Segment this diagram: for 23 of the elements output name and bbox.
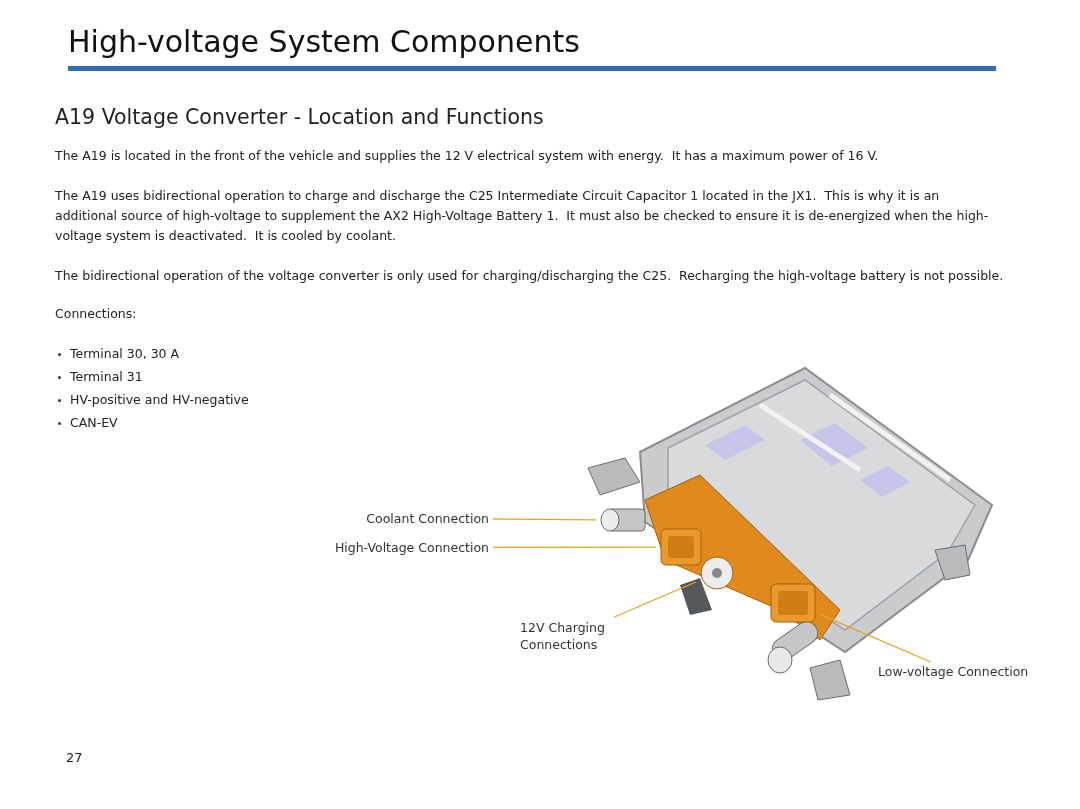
bullet-item: Terminal 30, 30 A <box>55 346 180 361</box>
paragraph: The A19 uses bidirectional operation to charge and discharge the C25 Intermediate Circuit Capacitor 1 located in the JX1. This is why it is an additional source of high-voltage to supplement the AX2 High-Voltage Battery 1. It must also be checked to ensure it is de-energized when the high-voltage system is deactivated. It is cooled by coolant. <box>55 187 990 245</box>
connector-part <box>660 528 702 566</box>
paragraph: The bidirectional operation of the voltage converter is only used for charging/discharging the C25. Recharging the high-voltage battery is not possible. <box>55 267 1005 285</box>
bullet-item: HV-positive and HV-negative <box>55 392 249 407</box>
connector-part <box>770 583 816 623</box>
page-title: High-voltage System Components <box>68 24 580 59</box>
callout-label: Low-voltage Connection <box>878 664 1029 679</box>
leader-line <box>492 518 597 521</box>
callout-label: 12V Charging Connections <box>520 619 620 653</box>
bullet-item: CAN-EV <box>55 415 118 430</box>
leader-line <box>613 581 697 618</box>
connections-heading: Connections: <box>55 306 137 321</box>
callout-label: High-Voltage Connection <box>334 540 489 555</box>
leader-line <box>819 613 932 663</box>
page-number: 27 <box>66 750 83 765</box>
terminal-part <box>700 556 734 590</box>
section-heading: A19 Voltage Converter - Location and Functions <box>55 105 544 129</box>
leader-line <box>492 546 657 548</box>
paragraph: The A19 is located in the front of the vehicle and supplies the 12 V electrical system with energy. It has a maximum power of 16 V. <box>55 147 880 165</box>
callout-label: Coolant Connection <box>366 511 489 526</box>
coolant-pipe-part <box>600 505 646 535</box>
bullet-item: Terminal 31 <box>55 369 143 384</box>
